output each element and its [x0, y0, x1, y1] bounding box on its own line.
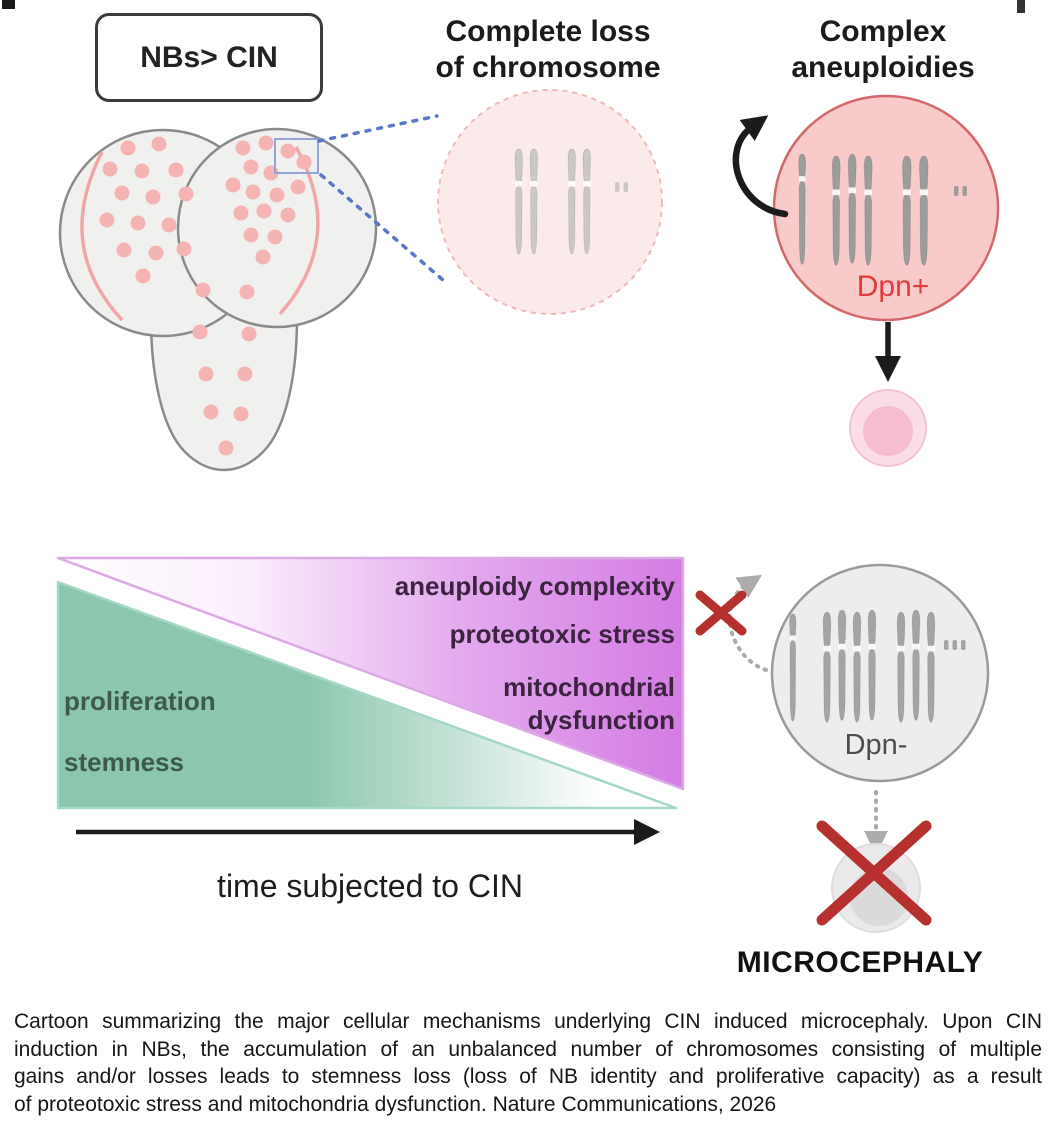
nbs-cin-label: NBs> CIN [140, 40, 278, 74]
chromosome-icon [567, 148, 577, 255]
chromosome-icon [582, 148, 592, 255]
brain-right-lobe [176, 127, 378, 329]
microcephaly-label: MICROCEPHALY [736, 946, 984, 979]
red-cross-icon [695, 590, 747, 636]
complex-aneuploidy-cell [732, 94, 1000, 382]
chromosome-icon [918, 155, 929, 266]
panel-label-mark [1017, 0, 1025, 13]
chromosome-icon [529, 148, 539, 255]
dpn-plus-label: Dpn+ [856, 270, 930, 303]
time-axis-label: time subjected to CIN [217, 868, 523, 904]
chromosome-icon [896, 611, 906, 723]
daughter-cell [849, 389, 927, 467]
neuroblast-dots [99, 135, 312, 456]
figure-caption: Cartoon summarizing the major cellular m… [14, 1008, 1042, 1118]
chromosome-icon [926, 611, 936, 723]
proliferation-label: proliferation [64, 686, 216, 716]
caption-line: gains and/or losses leads to stemness lo… [14, 1065, 1042, 1088]
chromosome-icon [798, 153, 807, 265]
chromosome-icon [863, 155, 873, 266]
dpn-negative-cell [695, 563, 990, 855]
chromosome-icon [837, 609, 847, 721]
chromosome-fragments-icon [944, 640, 966, 650]
blocked-self-renewal-arrow-icon [727, 574, 768, 672]
chromosome-icon [831, 155, 841, 266]
dpn-minus-label: Dpn- [844, 729, 908, 761]
chromosome-icon [514, 148, 524, 255]
chromosome-icon [789, 613, 797, 722]
nbs-cin-box: NBs> CIN [95, 13, 323, 102]
decreasing-triangle [56, 580, 678, 810]
proteotoxic-stress-label: proteotoxic stress [449, 619, 675, 649]
zoom-dashed-line [317, 114, 439, 143]
caption-line: induction in NBs, the accumulation of an… [14, 1037, 1042, 1061]
brain-illustration [58, 114, 445, 472]
stemness-label: stemness [64, 747, 184, 777]
chromosome-icon [911, 609, 921, 721]
complete-loss-title: Complete loss of chromosome [435, 15, 661, 84]
chromosome-icon [822, 611, 832, 723]
illustration-canvas [56, 89, 1000, 933]
caption-line: Cartoon summarizing the major cellular m… [14, 1010, 1042, 1033]
panel-label-mark [2, 0, 15, 9]
gradient-triangles [56, 556, 685, 845]
chromosome-icon [901, 155, 912, 266]
caption-line: of proteotoxic stress and mitochondria d… [14, 1092, 777, 1116]
chromosome-icon [852, 611, 862, 723]
chromosome-icon [847, 153, 857, 264]
complex-aneuploidies-title: Complex aneuploidies [791, 15, 975, 84]
zoom-region-box [274, 138, 319, 174]
dying-cell [816, 820, 932, 933]
self-renewal-arrow-icon [732, 115, 789, 218]
zoom-dashed-line [319, 173, 445, 282]
chromosome-icon [867, 609, 877, 721]
complete-loss-cell [437, 89, 663, 315]
increasing-triangle [56, 556, 685, 791]
red-cross-icon [816, 820, 932, 926]
mitochondrial-dysfunction-label: mitochondrial dysfunction [503, 672, 675, 735]
cell-membrane [437, 89, 663, 315]
aneuploidy-complexity-label: aneuploidy complexity [394, 571, 675, 601]
optic-lobe-arc [80, 151, 124, 322]
cell-membrane [772, 94, 1000, 322]
